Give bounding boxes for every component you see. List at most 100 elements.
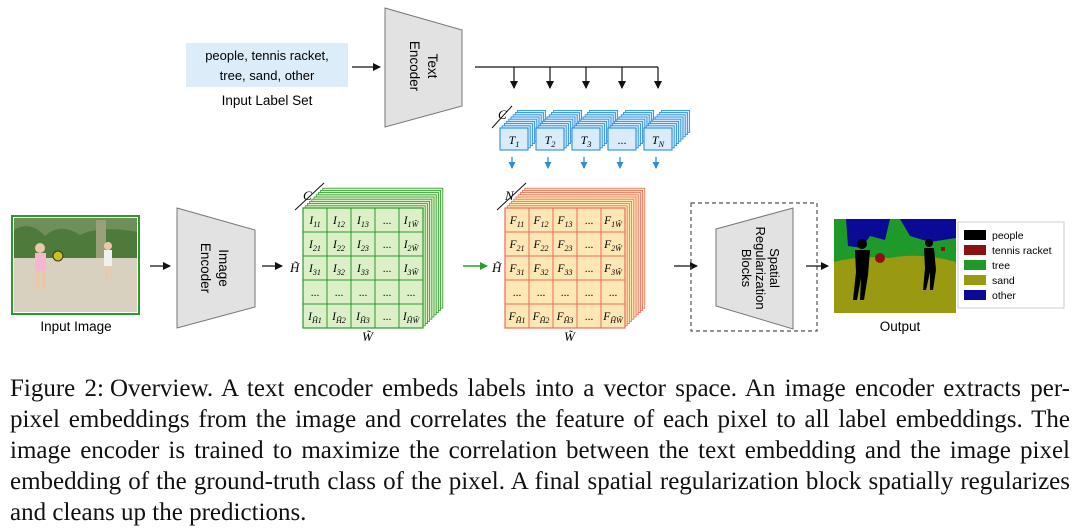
legend-swatch [964,290,986,300]
spatial-regularization-block: Spatial Regularization Blocks [690,202,818,332]
label-set-line2: tree, sand, other [220,68,315,83]
correlation-feature-cell: FH̃W̃ [602,311,624,325]
correlation-feature-cell: F33 [556,263,572,277]
spatial-block-shape [715,207,794,330]
corr-cube-width-label: W̃ [564,329,576,344]
text-embedding-vector: T2 [535,109,583,151]
correlation-feature-cell: F12 [532,215,548,229]
correlation-feature-cell: F21 [508,239,524,253]
correlation-feature-cell: ... [585,239,594,251]
correlation-feature-cell: F1W̃ [603,215,623,229]
legend-label: other [992,290,1016,302]
image-feature-cell: I33 [356,263,369,277]
text-embedding-token-label: ... [618,133,627,147]
image-feature-cell: ... [383,215,392,227]
image-feature-cell: IH̃2 [331,311,346,325]
correlation-feature-cell: ... [585,263,594,275]
image-feature-cell: ... [383,287,392,299]
caption-label: Figure 2: [10,375,104,402]
legend-label: tree [992,260,1010,272]
correlation-feature-cell: ... [561,287,570,299]
correlation-feature-cell: F2W̃ [603,239,623,253]
input-image-caption: Input Image [40,319,111,334]
correlation-feature-cell: F3W̃ [603,263,623,277]
legend-label: people [992,230,1024,242]
correlation-feature-cell: ... [585,215,594,227]
legend-item: people [964,230,1024,242]
input-label-set: people, tennis racket, tree, sand, other… [186,43,348,108]
legend-item: tennis racket [964,245,1052,257]
image-encoder-line1: Image [216,249,231,287]
text-encoder-line2: Encoder [407,41,422,92]
image-cube-depth-label: C [303,188,312,203]
text-embedding-token-label: T2 [545,133,556,149]
image-feature-cell: I1W̃ [403,215,420,229]
image-feature-cell: I23 [356,239,369,253]
legend-item: tree [964,260,1010,272]
spatial-block-line1: Spatial [767,248,782,288]
text-embedding-token-label: TN [652,133,665,149]
image-feature-cell: ... [407,287,416,299]
legend-swatch [964,260,986,270]
correlation-feature-front-face [504,207,626,329]
legend-swatch [964,275,986,285]
image-feature-cell: ... [335,287,344,299]
image-feature-cell: I12 [332,215,345,229]
figure-caption: Figure 2:Overview. A text encoder embeds… [10,373,1070,528]
image-feature-cell: IH̃3 [355,311,370,325]
legend-label: tennis racket [992,245,1052,257]
correlation-feature-cell: ... [537,287,546,299]
text-embedding-token-label: T1 [509,133,520,149]
correlation-feature-cell: ... [585,311,594,323]
legend-swatch [964,230,986,240]
image-feature-cell: ... [383,239,392,251]
image-feature-cell: I22 [332,239,345,253]
text-encoder: Text Encoder [384,7,463,128]
image-cube-width-label: W̃ [362,329,374,344]
image-encoder-line2: Encoder [198,243,213,294]
text-embedding-vector: T3 [571,109,619,151]
text-embedding-down-arrows [508,157,660,169]
spatial-block-line2: Regularization [753,226,768,309]
image-feature-cell: I11 [308,215,320,229]
legend-item: sand [964,275,1015,287]
correlation-feature-cell: F11 [509,215,524,229]
overview-figure: people, tennis racket, tree, sand, other… [11,7,1065,344]
correlation-feature-cell: F23 [556,239,572,253]
corr-cube-depth-label: N [504,188,515,203]
image-encoder-shape [176,207,256,329]
correlation-feature-cell: ... [609,287,618,299]
image-feature-front-face [302,207,424,329]
text-embedding-vector: ... [607,109,655,151]
image-feature-cell: ... [383,311,392,323]
correlation-feature-cell: ... [513,287,522,299]
correlation-feature-cell: F32 [532,263,548,277]
image-feature-cell: I13 [356,215,369,229]
image-feature-cell: I3W̃ [403,263,420,277]
output-segmentation [834,219,956,313]
correlation-feature-cell: ... [585,287,594,299]
text-encoder-fanout [475,66,662,89]
image-feature-cell: I31 [308,263,321,277]
correlation-feature-cell: F22 [532,239,548,253]
image-feature-cell: ... [383,263,392,275]
correlation-feature-cell: FH̃3 [556,311,574,325]
image-feature-cell: ... [359,287,368,299]
legend-item: other [964,290,1016,302]
legend-swatch [964,245,986,255]
corr-cube-depth-bracket [496,182,527,211]
spatial-block-dashed-box [690,202,818,332]
image-feature-cell: I32 [332,263,345,277]
label-set-line1: people, tennis racket, [205,48,329,63]
text-embedding-token-label: T3 [581,133,592,149]
text-embeddings: T1 T2 T3... TN [499,109,691,151]
legend: people tennis racket tree sand other [957,221,1065,309]
image-cube-depth-bracket [294,182,325,211]
image-feature-cell: ... [311,287,320,299]
text-encoder-shape [384,7,463,128]
image-feature-cell: I2W̃ [403,239,420,253]
input-image [11,215,140,315]
image-encoder: Image Encoder [176,207,256,329]
